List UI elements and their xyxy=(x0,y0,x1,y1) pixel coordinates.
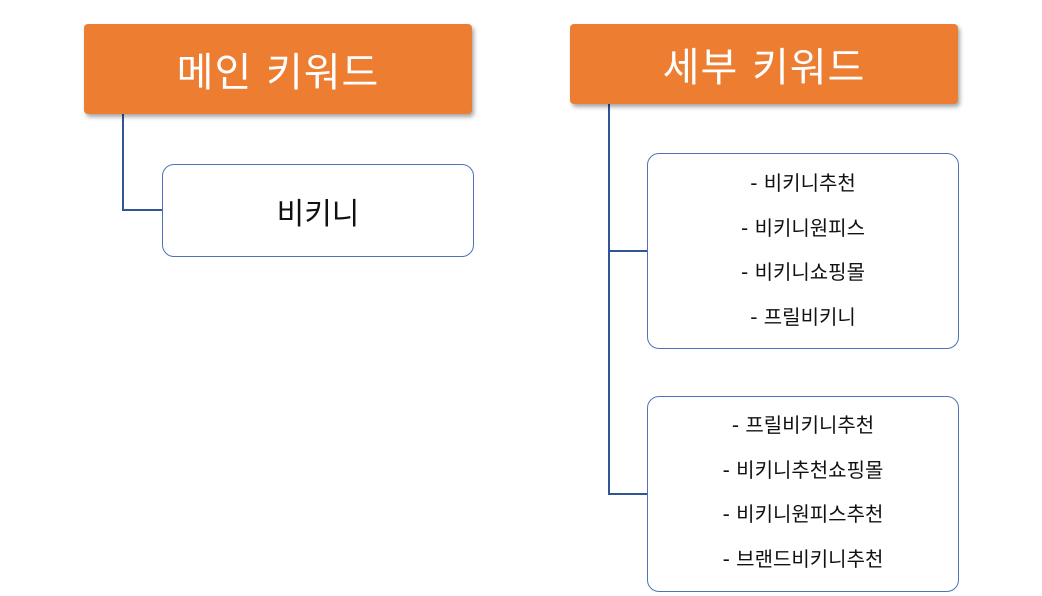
detail-keyword-item: - 비키니추천쇼핑몰 xyxy=(722,457,884,482)
detail-keyword-box-1: - 비키니추천 - 비키니원피스 - 비키니쇼핑몰 - 프릴비키니 xyxy=(647,153,959,349)
detail-keyword-header: 세부 키워드 xyxy=(570,24,958,104)
detail-keyword-item: - 비키니추천 xyxy=(750,171,856,195)
main-keyword-header: 메인 키워드 xyxy=(84,24,472,114)
detail-connector-2 xyxy=(608,251,647,495)
detail-keyword-box-2: - 프릴비키니추천 - 비키니추천쇼핑몰 - 비키니원피스추천 - 브랜드비키니… xyxy=(647,396,959,592)
detail-keyword-item: - 비키니원피스 xyxy=(741,215,865,240)
detail-keyword-item: - 브랜드비키니추천 xyxy=(722,547,884,572)
main-connector xyxy=(122,114,162,211)
detail-keyword-list-2: - 프릴비키니추천 - 비키니추천쇼핑몰 - 비키니원피스추천 - 브랜드비키니… xyxy=(648,410,958,589)
main-keyword-label: 비키니 xyxy=(276,196,360,232)
detail-keyword-item: - 프릴비키니 xyxy=(750,305,856,330)
detail-keyword-item: - 비키니원피스추천 xyxy=(722,502,884,527)
detail-connector-1 xyxy=(608,104,647,252)
detail-keyword-list-1: - 비키니추천 - 비키니원피스 - 비키니쇼핑몰 - 프릴비키니 xyxy=(648,168,958,347)
main-keyword-box: 비키니 xyxy=(162,164,474,257)
detail-keyword-item: - 비키니쇼핑몰 xyxy=(741,260,865,285)
detail-keyword-item: - 프릴비키니추천 xyxy=(731,413,875,437)
